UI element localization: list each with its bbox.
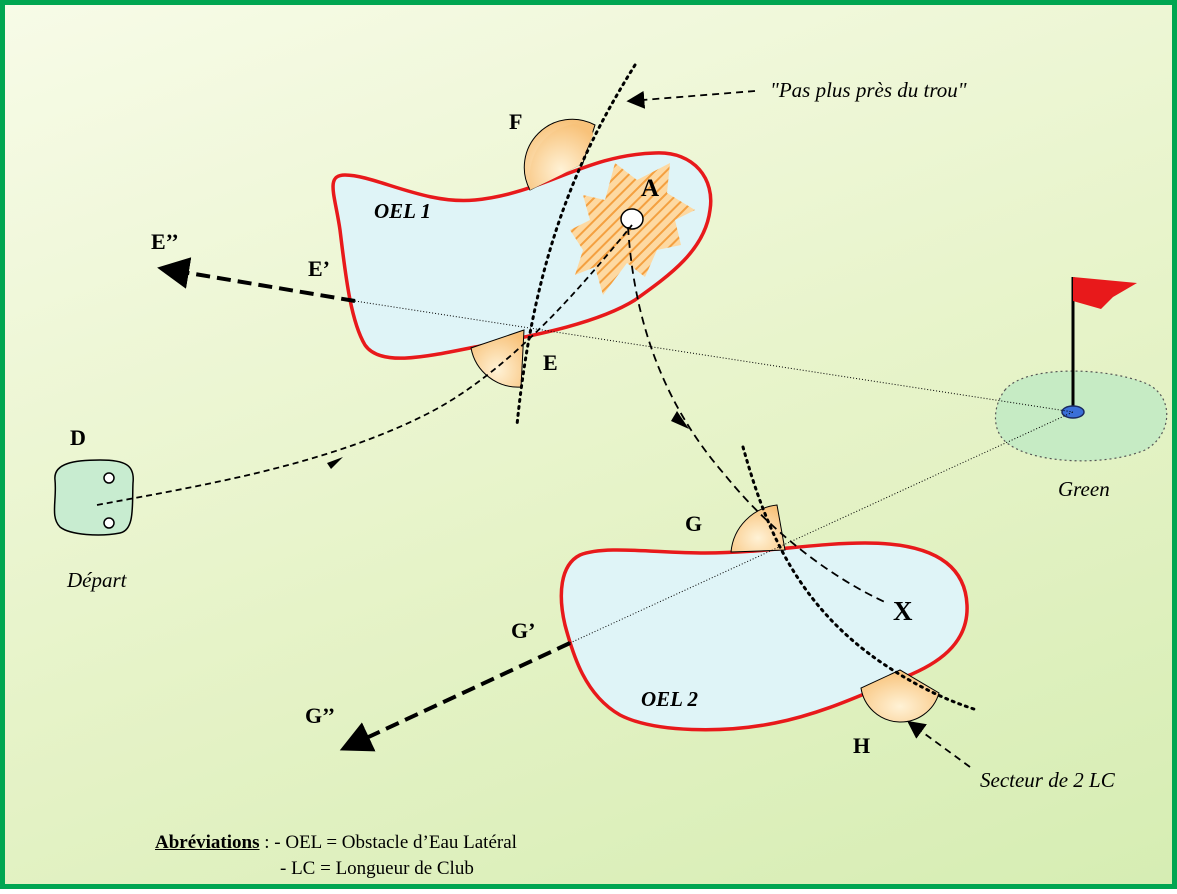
label-G-double-prime: G’’ <box>305 703 335 728</box>
flight-A-to-X <box>627 226 888 604</box>
golf-rules-diagram: "Pas plus près du trou" F A OEL 1 E’’ E’… <box>53 63 1168 792</box>
flight-tee-to-A <box>96 224 633 506</box>
reference-line-E <box>354 300 1074 413</box>
legend-separator: : <box>259 832 275 853</box>
label-E-double-prime: E’’ <box>151 229 179 254</box>
legend-row-2: - LC = Longueur de Club <box>155 856 517 882</box>
label-D: D <box>70 425 86 450</box>
label-secteur: Secteur de 2 LC <box>980 768 1116 792</box>
reference-line-G <box>569 411 1074 644</box>
legend-line-oel: - OEL = Obstacle d’Eau Latéral <box>274 832 517 853</box>
no-nearer-arc-2 <box>741 445 979 712</box>
callout-arrow-secteur <box>907 720 971 768</box>
legend-row-1: Abréviations : - OEL = Obstacle d’Eau La… <box>155 830 517 856</box>
label-H: H <box>853 733 870 758</box>
callout-arrow-pas-plus <box>626 90 756 109</box>
flight-arrowhead <box>671 411 689 429</box>
label-depart: Départ <box>66 568 128 592</box>
label-pas-plus-pres: "Pas plus près du trou" <box>770 78 967 102</box>
label-G: G <box>685 511 702 536</box>
arrow-E-back <box>157 257 356 303</box>
label-E: E <box>543 350 558 375</box>
label-A: A <box>641 175 659 202</box>
tee-marker-icon <box>103 517 115 529</box>
flag-icon <box>1073 277 1137 309</box>
flight-arrowhead <box>327 457 343 469</box>
tee-marker-icon <box>103 472 115 484</box>
arrow-G-back <box>339 641 571 752</box>
drop-zone-H <box>860 669 940 723</box>
label-X: X <box>893 596 913 626</box>
drop-zone-G <box>730 504 786 553</box>
no-nearer-arc-1 <box>515 63 637 427</box>
label-oel2: OEL 2 <box>641 687 698 711</box>
tee-box <box>53 459 134 536</box>
ball-icon <box>620 208 644 230</box>
label-F: F <box>509 109 522 134</box>
label-oel1: OEL 1 <box>374 199 431 223</box>
drop-zone-F-fill <box>529 123 593 190</box>
label-G-prime: G’ <box>511 618 535 643</box>
label-green: Green <box>1058 477 1110 501</box>
legend-title: Abréviations <box>155 832 260 853</box>
legend: Abréviations : - OEL = Obstacle d’Eau La… <box>155 830 517 882</box>
legend-line-lc: - LC = Longueur de Club <box>280 858 474 879</box>
label-E-prime: E’ <box>308 256 330 281</box>
